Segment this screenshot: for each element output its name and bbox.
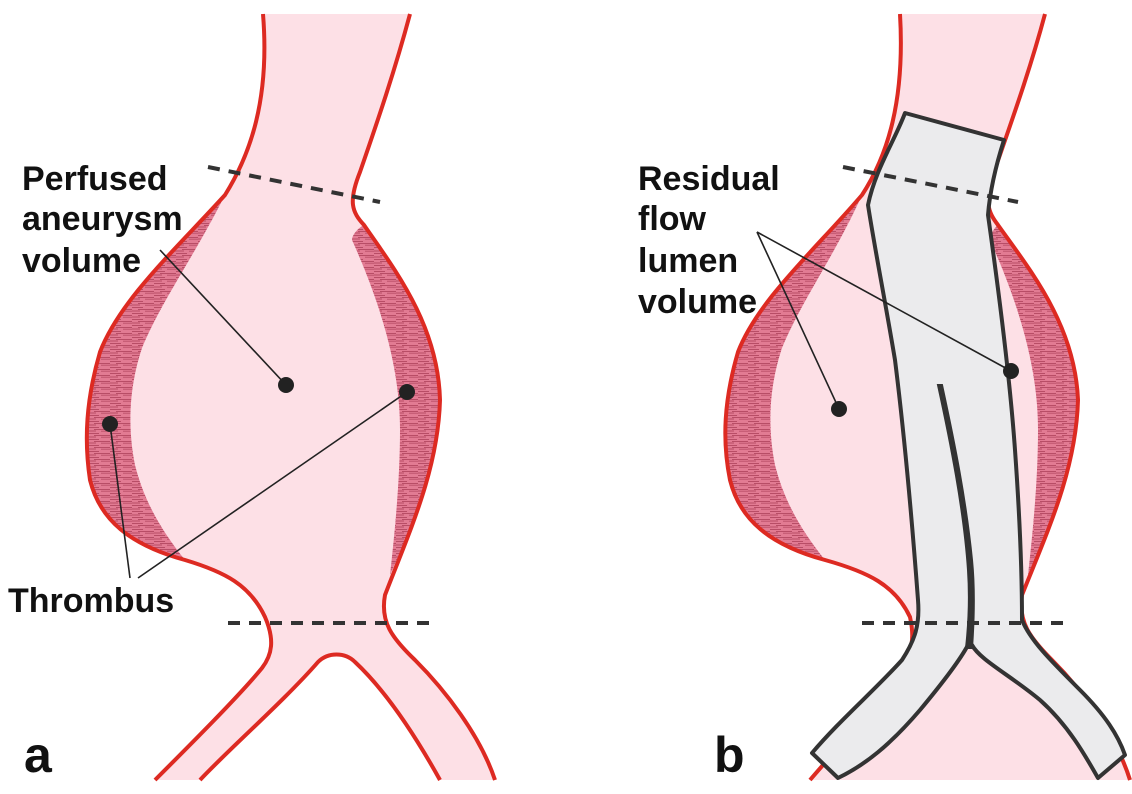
label-perfused-line-2: aneurysm	[22, 200, 183, 238]
marker-perfused-a	[278, 377, 294, 393]
label-residual-line-4: volume	[638, 283, 757, 321]
marker-thrombus-right-a	[399, 384, 415, 400]
marker-residual-left-b	[831, 401, 847, 417]
label-residual-line-3: lumen	[638, 242, 738, 280]
label-residual-line-1: Residual	[638, 160, 780, 198]
marker-thrombus-left-a	[102, 416, 118, 432]
label-perfused-line-3: volume	[22, 242, 141, 280]
label-residual-line-2: flow	[638, 200, 707, 238]
panel-letter-b: b	[714, 727, 745, 783]
panel-a: Perfused aneurysm volume Thrombus a	[8, 14, 495, 783]
panel-b: Residual flow lumen volume b	[638, 14, 1130, 783]
label-thrombus: Thrombus	[8, 582, 174, 620]
label-perfused-line-1: Perfused	[22, 160, 168, 198]
marker-residual-right-b	[1003, 363, 1019, 379]
panel-letter-a: a	[24, 727, 53, 783]
